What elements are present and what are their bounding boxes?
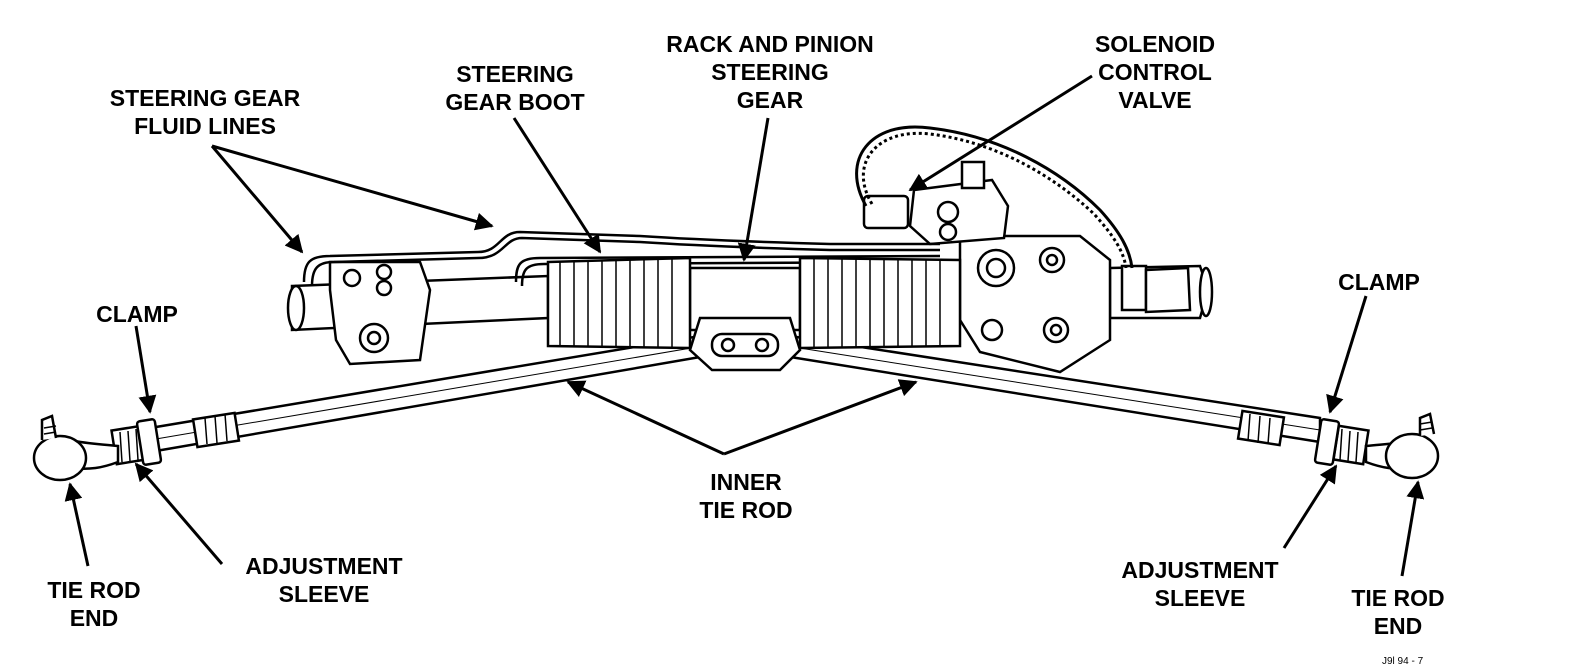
arrow-clamp-right	[1326, 295, 1368, 414]
arrow-clamp-left	[134, 325, 157, 414]
steering-gear-boot-left	[546, 256, 692, 350]
label-inner-tie-rod: INNER TIE ROD	[699, 469, 793, 523]
center-tie-rod-bracket	[688, 316, 802, 372]
arrow-tie-rod-end-left	[64, 482, 90, 567]
label-tie-rod-end-right: TIE ROD END	[1351, 585, 1445, 639]
label-adjustment-sleeve-right: ADJUSTMENT SLEEVE	[1121, 557, 1279, 611]
label-rack-and-pinion-steering-gear: RACK AND PINION STEERING GEAR	[666, 31, 874, 113]
label-solenoid-control-valve: SOLENOID CONTROL VALVE	[1094, 31, 1216, 113]
label-tie-rod-end-left: TIE ROD END	[47, 577, 141, 631]
label-clamp-right: CLAMP	[1338, 269, 1420, 295]
rack-housing	[286, 160, 1214, 374]
arrow-inner-tie-rod-right	[723, 379, 918, 456]
label-steering-gear-boot: STEERING GEAR BOOT	[445, 61, 585, 115]
adjustment-sleeve-right-part	[1236, 409, 1370, 466]
tie-rod-end-left-part	[32, 414, 120, 482]
arrow-adjustment-sleeve-left	[134, 462, 224, 565]
arrow-adjustment-sleeve-right	[1282, 464, 1338, 549]
solenoid-harness-part	[855, 125, 1134, 269]
label-steering-gear-fluid-lines: STEERING GEAR FLUID LINES	[109, 85, 301, 139]
arrow-tie-rod-end-right	[1400, 480, 1425, 577]
leader-arrows	[64, 74, 1425, 577]
arrow-gear-boot	[512, 117, 602, 254]
arrow-inner-tie-rod-left	[566, 380, 725, 456]
arrow-rack-pinion	[737, 117, 770, 262]
figure-id: J9l 94 - 7	[1382, 656, 1424, 667]
arrow-fluid-lines-left	[210, 145, 304, 254]
steering-gear-boot-right	[798, 256, 962, 350]
fluid-lines-part	[302, 230, 941, 287]
arrow-solenoid	[908, 74, 1093, 192]
arrow-fluid-lines-right	[211, 144, 494, 231]
tie-rod-end-right-part	[1364, 412, 1440, 480]
clamp-right-part	[1313, 418, 1341, 466]
label-clamp-left: CLAMP	[96, 301, 178, 327]
label-adjustment-sleeve-left: ADJUSTMENT SLEEVE	[245, 553, 403, 607]
